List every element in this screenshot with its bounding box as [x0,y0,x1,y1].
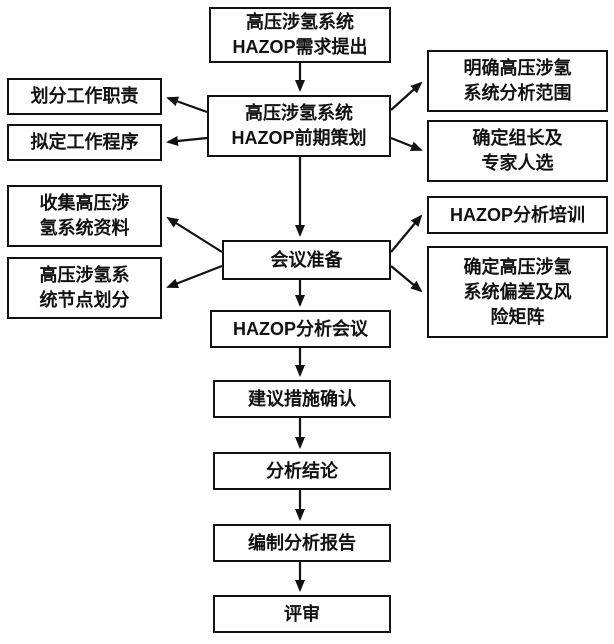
node-compile-report: 编制分析报告 [213,524,391,562]
node-hazop-meeting: HAZOP分析会议 [210,310,391,348]
node-measures-confirmation: 建议措施确认 [213,380,391,418]
node-collect-system-data: 收集高压涉 氢系统资料 [7,185,162,247]
node-deviation-risk-matrix: 确定高压涉氢 系统偏差及风 险矩阵 [427,246,608,338]
node-analysis-conclusion: 分析结论 [213,452,391,490]
node-hazop-preplanning: 高压涉氢系统 HAZOP前期策划 [207,95,391,157]
node-draft-procedures: 拟定工作程序 [7,124,162,161]
node-divide-responsibilities: 划分工作职责 [7,78,162,115]
node-hazop-requirement: 高压涉氢系统 HAZOP需求提出 [209,7,391,63]
arrow-preplanning-to-scope [390,81,423,111]
node-review: 评审 [213,595,391,633]
arrow-preplanning-to-leader [390,136,423,152]
node-define-analysis-scope: 明确高压涉氢 系统分析范围 [427,50,608,112]
arrow-meeting-to-matrix [390,265,423,293]
arrow-meeting-to-nodes [166,264,223,289]
arrow-meeting-to-collect [166,216,223,253]
node-node-division: 高压涉氢系 统节点划分 [7,257,162,319]
node-hazop-training: HAZOP分析培训 [427,196,608,234]
arrow-preplanning-to-responsibilities [166,96,208,114]
arrow-meeting-to-training [390,214,423,253]
node-select-leader-experts: 确定组长及 专家人选 [427,120,608,182]
arrow-preplanning-to-procedures [166,136,208,146]
node-meeting-preparation: 会议准备 [222,240,391,280]
